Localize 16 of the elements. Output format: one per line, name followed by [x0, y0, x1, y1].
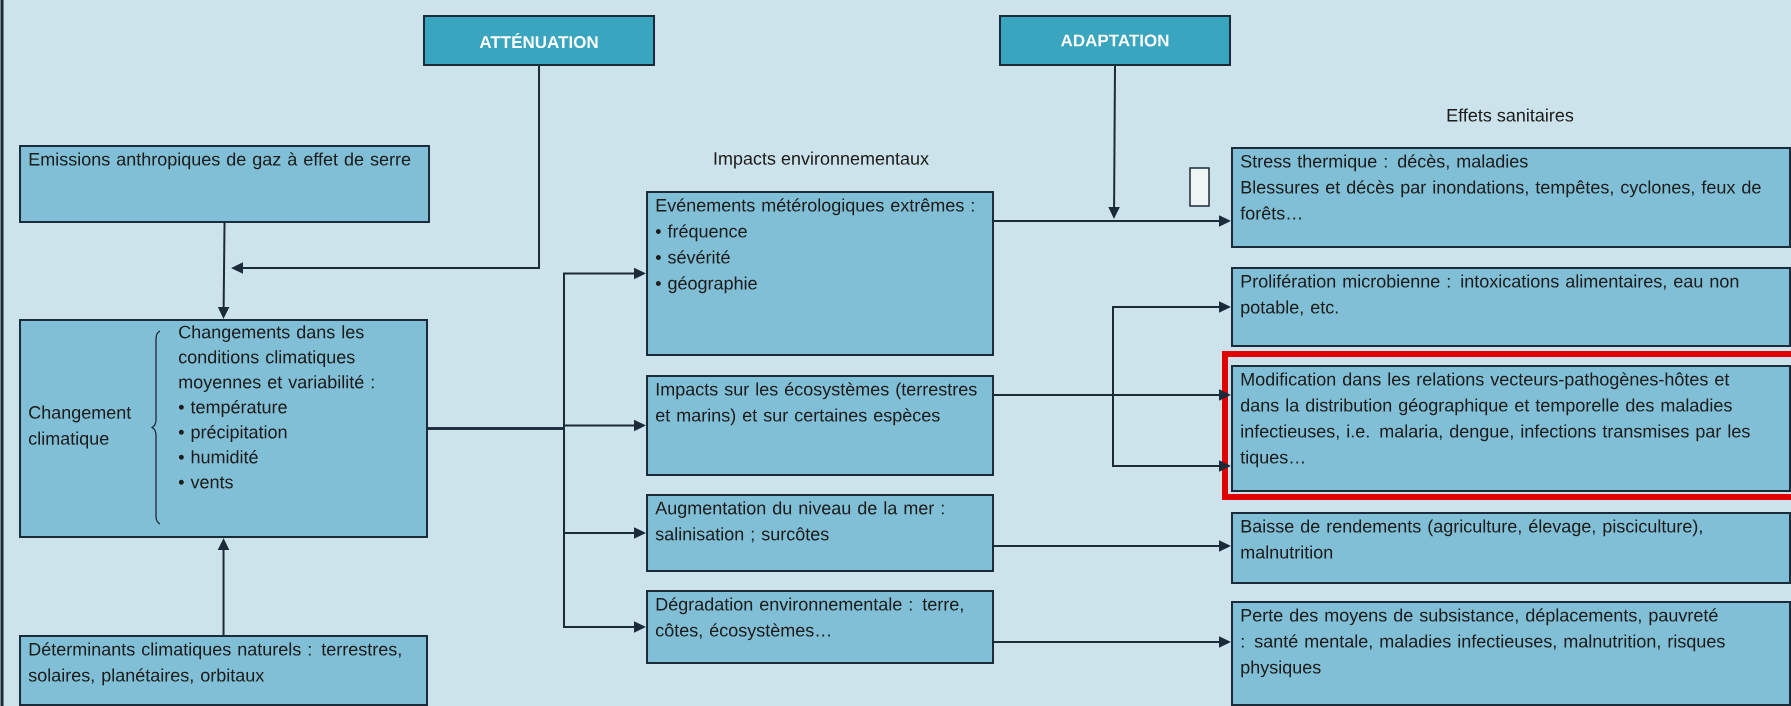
- header-box: ADAPTATION: [999, 15, 1231, 66]
- process-box: Changement climatique Changements dans les conditions climatiques moyennes et variabilité : • température • précipitation • humidité • vents: [19, 319, 428, 538]
- process-box: Stress thermique : décès, maladies Blessures et décès par inondations, tempêtes, cyclones, feux de forêts…: [1231, 147, 1791, 248]
- process-box: Modification dans les relations vecteurs-pathogènes-hôtes et dans la distribution géographique et temporelle des maladies infectieuses, i.e. malaria, dengue, infections transmises par les tiques…: [1231, 365, 1791, 492]
- header-box: ATTÉNUATION: [423, 15, 655, 66]
- process-box: Déterminants climatiques naturels : terrestres, solaires, planétaires, orbitaux: [19, 635, 428, 706]
- process-box: Emissions anthropiques de gaz à effet de serre: [19, 145, 430, 223]
- section-heading: Impacts environnementaux: [714, 151, 929, 169]
- process-box: Perte des moyens de subsistance, déplacements, pauvreté : santé mentale, maladies infectieuses, malnutrition, risques physiques: [1231, 601, 1791, 706]
- process-box: Prolifération microbienne : intoxications alimentaires, eau non potable, etc.: [1231, 267, 1791, 347]
- process-box: Baisse de rendements (agriculture, élevage, pisciculture), malnutrition: [1231, 512, 1791, 584]
- process-box: Augmentation du niveau de la mer : salinisation ; surcôtes: [646, 494, 994, 572]
- process-box: Evénements métérologiques extrêmes : • fréquence • sévérité • géographie: [646, 191, 994, 356]
- process-box: Impacts sur les écosystèmes (terrestres et marins) et sur certaines espèces: [646, 375, 994, 476]
- process-box: Dégradation environnementale : terre, côtes, écosystèmes…: [646, 590, 994, 664]
- section-heading: Effets sanitaires: [1447, 108, 1574, 122]
